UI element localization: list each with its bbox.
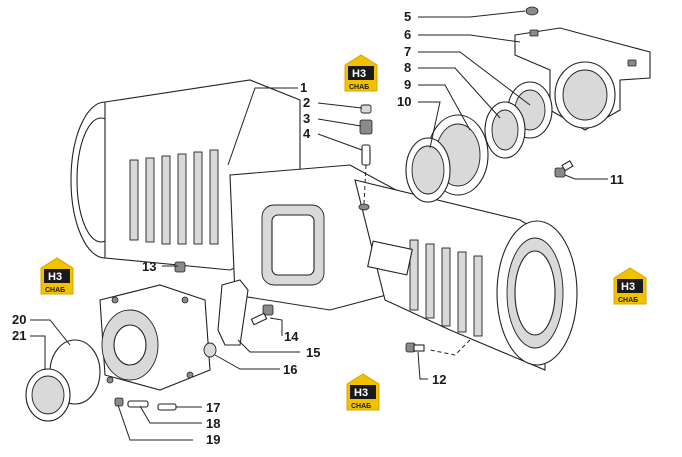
callout-21: 21 (12, 328, 26, 343)
pins-17-18-19 (114, 397, 177, 411)
watermark-logo-3: H3 СНАБ (613, 267, 647, 305)
watermark-logo-1: H3 СНАБ (344, 54, 378, 92)
callout-15: 15 (306, 345, 320, 360)
watermark-logo-4: H3 СНАБ (346, 373, 380, 411)
axle-housing (70, 79, 578, 371)
mount-bracket (514, 6, 651, 131)
callout-labels: 1 2 3 4 5 6 7 8 9 10 11 12 13 14 15 16 1… (12, 9, 624, 447)
callout-10: 10 (397, 94, 411, 109)
bushing-rings (405, 81, 553, 203)
bearing-cap (203, 279, 249, 358)
breather-fittings (359, 104, 373, 205)
plug-13 (174, 261, 186, 273)
plug-12 (405, 342, 425, 353)
logo-text-top: H3 (352, 68, 366, 80)
callout-3: 3 (303, 111, 310, 126)
bolt-11 (554, 160, 574, 178)
logo-text-top: H3 (354, 387, 368, 399)
logo-text-bottom: СНАБ (45, 287, 65, 294)
callout-6: 6 (404, 27, 411, 42)
callout-12: 12 (432, 372, 446, 387)
callout-5: 5 (404, 9, 411, 24)
callout-16: 16 (283, 362, 297, 377)
logo-text-bottom: СНАБ (351, 403, 371, 410)
callout-18: 18 (206, 416, 220, 431)
logo-text-top: H3 (48, 271, 62, 283)
callout-2: 2 (303, 95, 310, 110)
callout-13: 13 (142, 259, 156, 274)
callout-7: 7 (404, 44, 411, 59)
callout-17: 17 (206, 400, 220, 415)
logo-text-bottom: СНАБ (349, 84, 369, 91)
callout-19: 19 (206, 432, 220, 447)
callout-1: 1 (300, 80, 307, 95)
logo-text-top: H3 (621, 281, 635, 293)
callout-4: 4 (303, 126, 311, 141)
seal-rings (25, 339, 101, 422)
bolt-14 (250, 304, 274, 326)
callout-8: 8 (404, 60, 411, 75)
watermark-logo-2: H3 СНАБ (40, 257, 74, 295)
leader-lines (30, 10, 608, 441)
callout-9: 9 (404, 77, 411, 92)
callout-11: 11 (610, 172, 624, 187)
logo-text-bottom: СНАБ (618, 297, 638, 304)
differential-carrier (99, 284, 211, 391)
callout-14: 14 (284, 329, 299, 344)
callout-20: 20 (12, 312, 26, 327)
